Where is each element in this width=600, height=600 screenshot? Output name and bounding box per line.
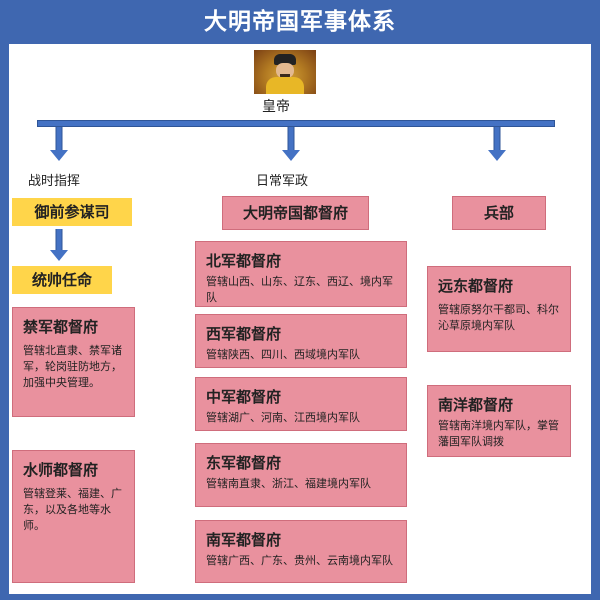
wartime-unit-title: 禁军都督府 — [23, 318, 99, 336]
daily-unit-card: 西军都督府 管辖陕西、四川、西域境内军队 — [195, 314, 407, 368]
daily-unit-card: 中军都督府 管辖湖广、河南、江西境内军队 — [195, 377, 407, 431]
ministry-unit-card: 南洋都督府 管辖南洋境内军队，掌管藩国军队调拨 — [427, 385, 571, 457]
arrow-command-down-icon — [50, 229, 68, 263]
wartime-unit-card: 水师都督府 管辖登莱、福建、广东，以及各地等水师。 — [12, 450, 135, 583]
section-label-daily: 日常军政 — [256, 174, 309, 189]
daily-unit-card: 东军都督府 管辖南直隶、浙江、福建境内军队 — [195, 443, 407, 507]
ministry-unit-title: 远东都督府 — [438, 277, 514, 295]
daily-unit-title: 中军都督府 — [206, 388, 282, 406]
daily-head-label: 大明帝国都督府 — [242, 204, 348, 222]
top-connector-bar — [37, 120, 555, 127]
page-title: 大明帝国军事体系 — [0, 0, 600, 44]
emperor-label: 皇帝 — [262, 99, 290, 115]
daily-unit-title: 南军都督府 — [206, 531, 282, 549]
daily-head-box: 大明帝国都督府 — [222, 196, 369, 230]
appointment-box: 统帅任命 — [12, 266, 112, 294]
wartime-unit-desc: 管辖北直隶、禁军诸军，轮岗驻防地方，加强中央管理。 — [23, 344, 122, 389]
arrow-wartime-icon — [50, 127, 68, 161]
wartime-unit-card: 禁军都督府 管辖北直隶、禁军诸军，轮岗驻防地方，加强中央管理。 — [12, 307, 135, 417]
ministry-head-box: 兵部 — [452, 196, 546, 230]
command-office-box: 御前参谋司 — [12, 198, 132, 226]
daily-unit-desc: 管辖山西、山东、辽东、西辽、境内军队 — [206, 275, 393, 304]
ministry-unit-title: 南洋都督府 — [438, 396, 514, 414]
wartime-unit-title: 水师都督府 — [23, 461, 99, 479]
daily-unit-desc: 管辖湖广、河南、江西境内军队 — [206, 411, 360, 424]
section-label-wartime: 战时指挥 — [28, 174, 81, 189]
arrow-ministry-icon — [488, 127, 506, 161]
daily-unit-desc: 管辖陕西、四川、西域境内军队 — [206, 348, 360, 361]
daily-unit-card: 南军都督府 管辖广西、广东、贵州、云南境内军队 — [195, 520, 407, 583]
daily-unit-title: 北军都督府 — [206, 252, 282, 270]
arrow-daily-icon — [282, 127, 300, 161]
ministry-unit-card: 远东都督府 管辖原努尔干都司、科尔沁草原境内军队 — [427, 266, 571, 352]
wartime-unit-desc: 管辖登莱、福建、广东，以及各地等水师。 — [23, 487, 122, 532]
daily-unit-title: 东军都督府 — [206, 454, 282, 472]
daily-unit-title: 西军都督府 — [206, 325, 282, 343]
ministry-head-label: 兵部 — [483, 204, 514, 222]
ministry-unit-desc: 管辖原努尔干都司、科尔沁草原境内军队 — [438, 303, 559, 332]
daily-unit-desc: 管辖南直隶、浙江、福建境内军队 — [206, 477, 371, 490]
crown-shape — [274, 54, 296, 65]
daily-unit-desc: 管辖广西、广东、贵州、云南境内军队 — [206, 554, 393, 567]
ministry-unit-desc: 管辖南洋境内军队，掌管藩国军队调拨 — [438, 419, 559, 448]
robe-shape — [266, 77, 304, 94]
daily-unit-card: 北军都督府 管辖山西、山东、辽东、西辽、境内军队 — [195, 241, 407, 307]
emperor-portrait — [254, 50, 316, 94]
